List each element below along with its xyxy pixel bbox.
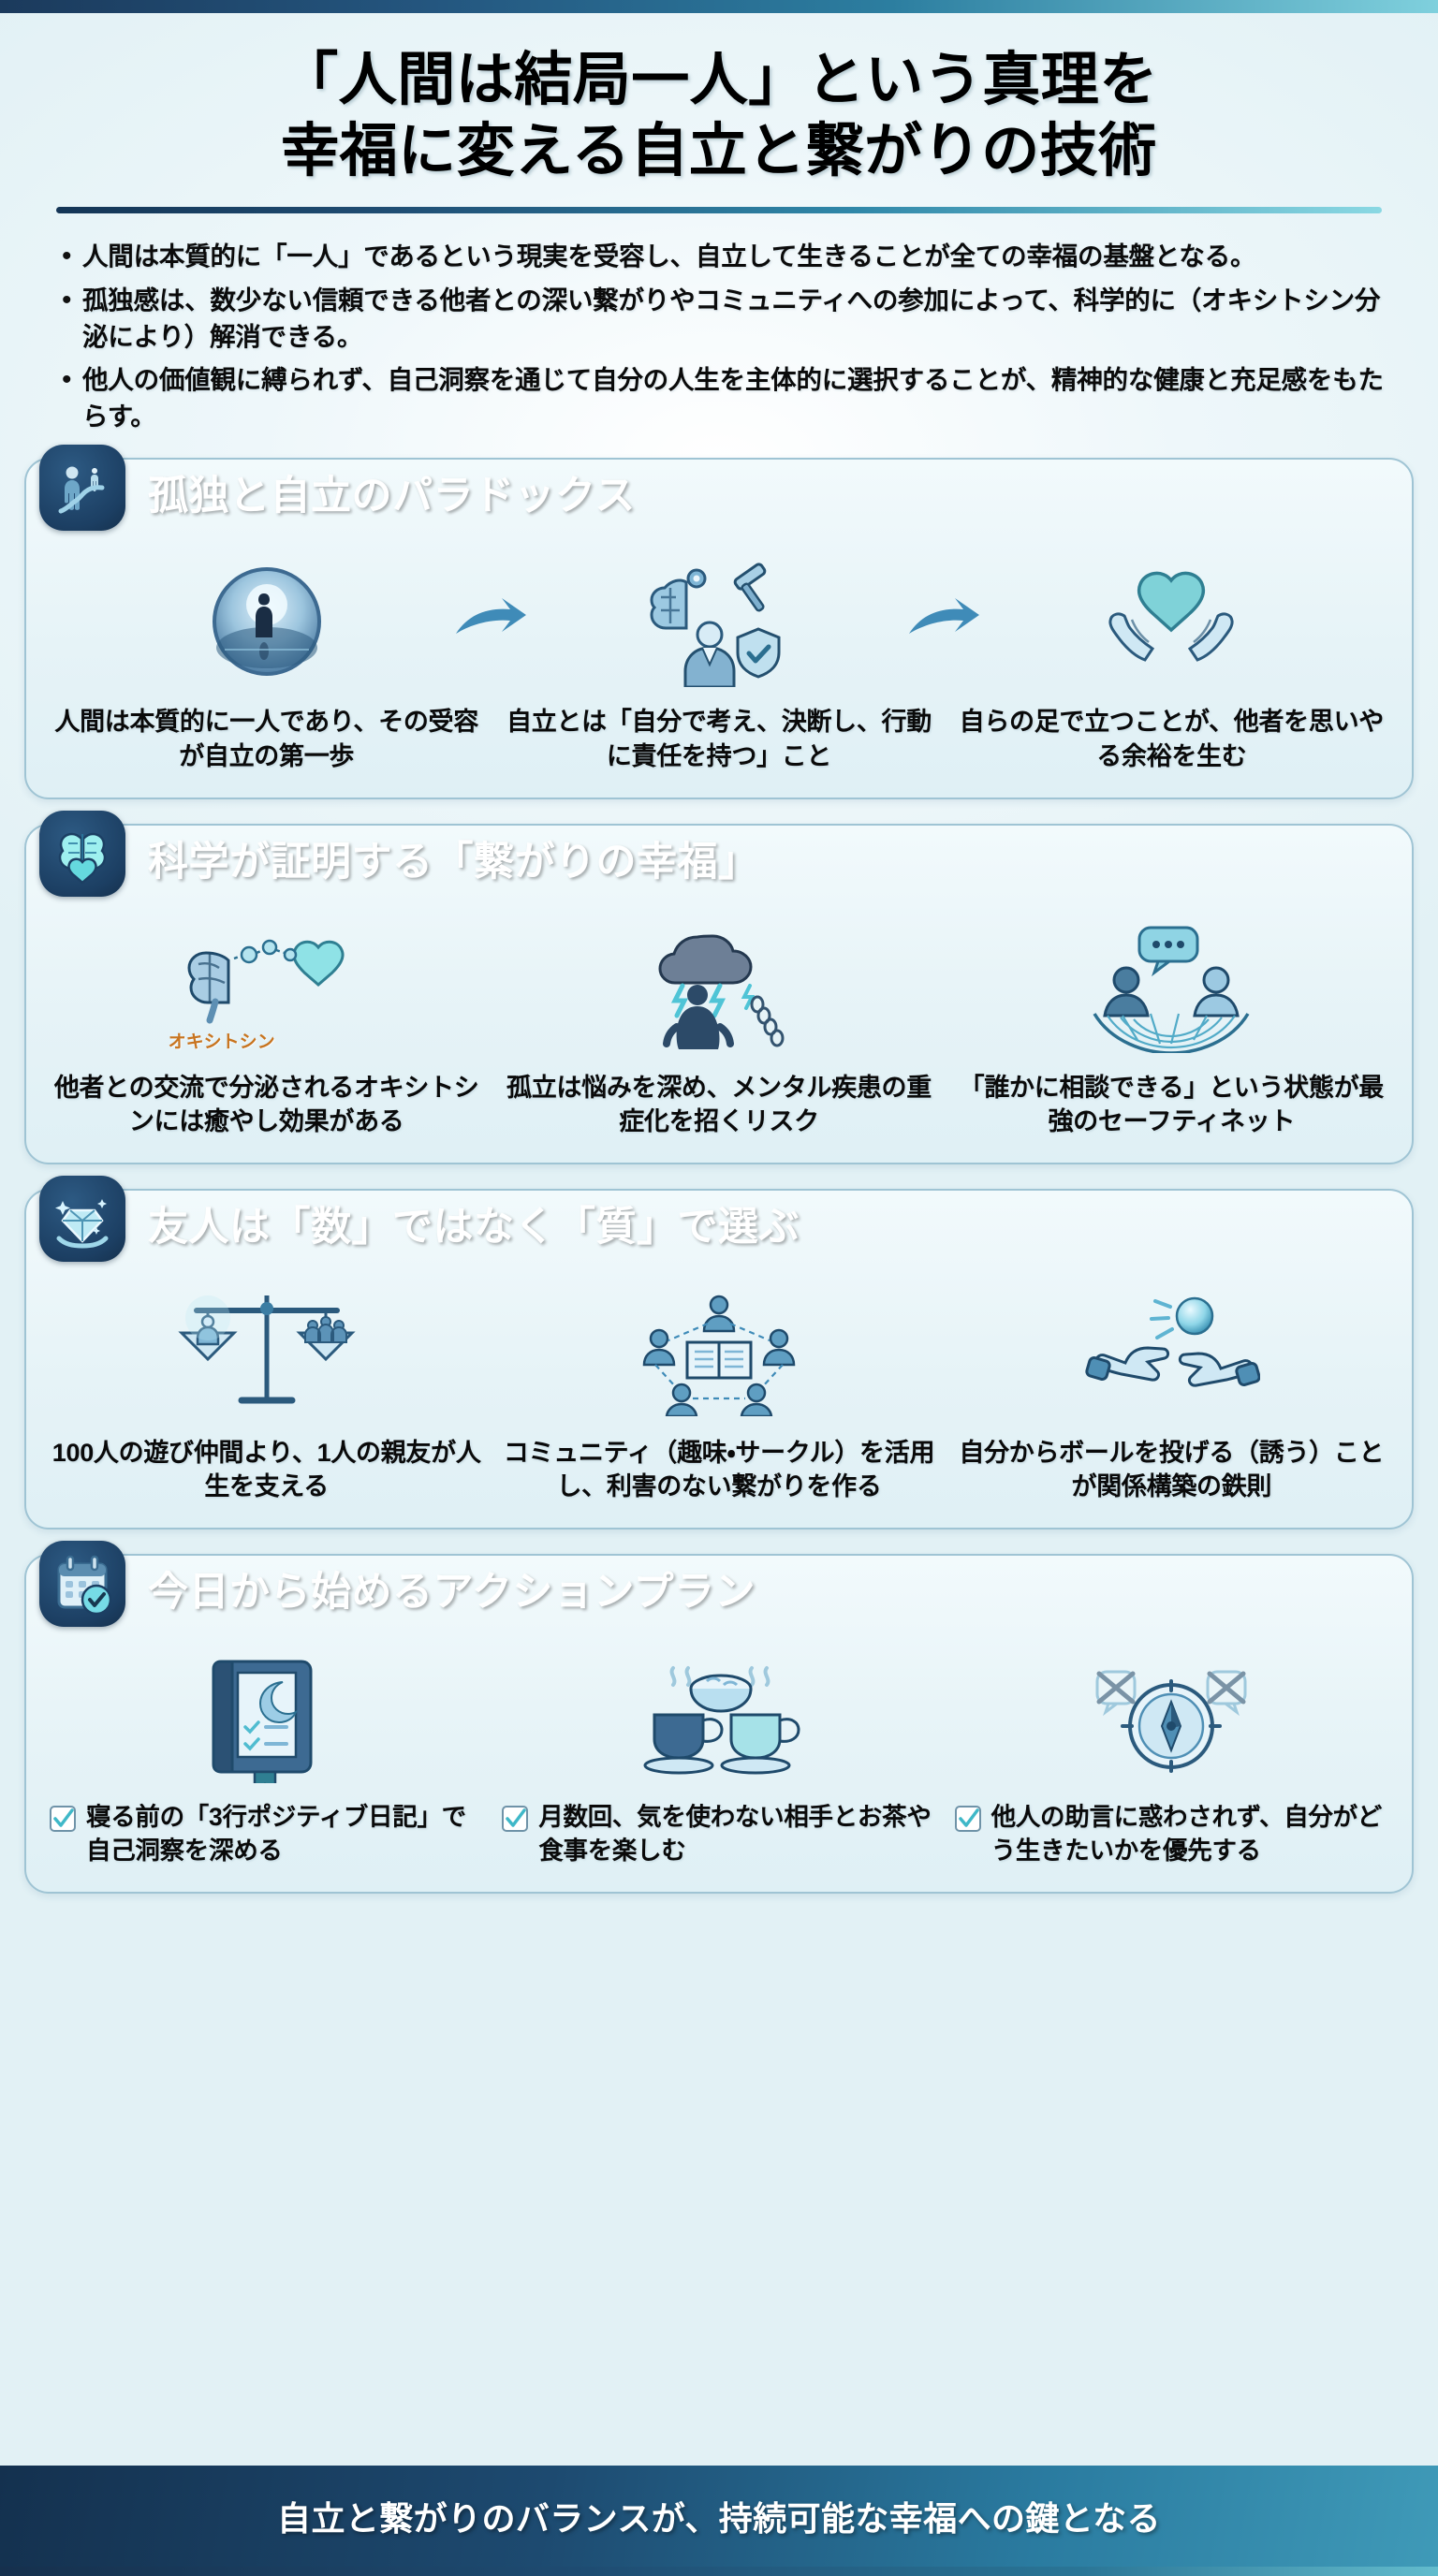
card-text: 自らの足で立つことが、他者を思いやる余裕を生む — [959, 708, 1385, 770]
card-text: 「誰かに相談できる」という状態が最強のセーフティネット — [959, 1073, 1385, 1135]
footer-banner: 自立と繋がりのバランスが、持続可能な幸福への鍵となる — [0, 2466, 1438, 2567]
bullet-dot-icon: • — [62, 285, 72, 316]
person-storm-chains-icon — [495, 917, 942, 1058]
checkbox-icon[interactable] — [501, 1805, 529, 1837]
throwing-ball-hands-icon — [948, 1282, 1395, 1423]
compass-no-advice-icon — [948, 1647, 1395, 1788]
card: 自立とは「自分で考え、決断し、行動に責任を持つ」こと — [495, 551, 979, 772]
checklist-item: 他人の助言に惑わされず、自分がどう生きたいかを優先する — [948, 1801, 1395, 1867]
top-accent-rule — [0, 0, 1438, 13]
section-cards: 100人の遊び仲間より、1人の親友が人生を支える — [26, 1258, 1412, 1528]
card-text: 他人の助言に惑わされず、自分がどう生きたいかを優先する — [990, 1803, 1383, 1865]
intro-bullet-text: 孤独感は、数少ない信頼できる他者との深い繋がりやコミュニティへの参加によって、科… — [82, 285, 1381, 352]
hands-holding-heart-icon — [948, 551, 1395, 692]
bullet-dot-icon: • — [62, 241, 72, 272]
footer-text: 自立と繋がりのバランスが、持続可能な幸福への鍵となる — [277, 2499, 1161, 2538]
card-text: 自分からボールを投げる（誘う）ことが関係構築の鉄則 — [959, 1439, 1385, 1501]
balance-scale-icon — [43, 1282, 490, 1423]
section-header-title: 友人は「数」ではなく「質」で選ぶ — [148, 1205, 800, 1251]
section-header: 友人は「数」ではなく「質」で選ぶ — [24, 1189, 1414, 1258]
intro-bullet-text: 人間は本質的に「一人」であるという現実を受容し、自立して生きることが全ての幸福の… — [82, 242, 1256, 271]
community-network-book-icon — [495, 1282, 942, 1423]
section-cards: 人間は本質的に一人であり、その受容が自立の第一歩 — [26, 527, 1412, 797]
card: 他人の助言に惑わされず、自分がどう生きたいかを優先する — [948, 1647, 1395, 1867]
bottom-accent-rule — [0, 2567, 1438, 2576]
list-item: • 他人の価値観に縛られず、自己洞察を通じて自分の人生を主体的に選択することが、… — [62, 361, 1386, 434]
safety-net-conversation-icon — [948, 917, 1395, 1058]
diamond-in-hand-icon — [39, 1176, 125, 1263]
intro-summary-list: • 人間は本質的に「一人」であるという現実を受容し、自立して生きることが全ての幸… — [0, 213, 1438, 458]
brain-heart-oxytocin-icon — [43, 917, 490, 1058]
card: コミュニティ（趣味・サークル）を活用し、利害のない繋がりを作る — [495, 1282, 942, 1503]
card: 100人の遊び仲間より、1人の親友が人生を支える — [43, 1282, 490, 1503]
checkbox-icon[interactable] — [49, 1805, 77, 1837]
section-header: 今日から始めるアクションプラン — [24, 1554, 1414, 1623]
brain-gavel-shield-icon — [495, 551, 942, 692]
tea-cups-meal-icon — [495, 1647, 942, 1788]
calendar-check-icon — [39, 1541, 125, 1628]
section-header-title: 今日から始めるアクションプラン — [148, 1570, 756, 1616]
section-header-title: 科学が証明する「繋がりの幸福」 — [148, 839, 759, 885]
section-header: 孤独と自立のパラドックス — [24, 458, 1414, 527]
card-text: 寝る前の「3行ポジティブ日記」で自己洞察を深める — [86, 1803, 466, 1865]
page-title-line-2: 幸福に変える自立と繋がりの技術 — [281, 118, 1157, 183]
oxytocin-label: オキシトシン — [168, 1032, 275, 1052]
title-underline — [56, 207, 1382, 214]
section-cards: オキシトシン 他者との交流で分泌されるオキシトシンには癒やし効果がある — [26, 893, 1412, 1163]
bullet-dot-icon: • — [62, 364, 72, 396]
section-cards: 寝る前の「3行ポジティブ日記」で自己洞察を深める — [26, 1623, 1412, 1892]
checklist-item: 月数回、気を使わない相手とお茶や食事を楽しむ — [495, 1801, 942, 1867]
card: 寝る前の「3行ポジティブ日記」で自己洞察を深める — [43, 1647, 490, 1867]
section-header: 科学が証明する「繋がりの幸福」 — [24, 824, 1414, 893]
card: 自らの足で立つことが、他者を思いやる余裕を生む — [948, 551, 1395, 772]
card: オキシトシン 他者との交流で分泌されるオキシトシンには癒やし効果がある — [43, 917, 490, 1138]
journal-moon-icon — [43, 1647, 490, 1788]
intro-bullet-text: 他人の価値観に縛られず、自己洞察を通じて自分の人生を主体的に選択することが、精神… — [82, 365, 1384, 432]
checkbox-icon[interactable] — [954, 1805, 982, 1837]
list-item: • 孤独感は、数少ない信頼できる他者との深い繋がりやコミュニティへの参加によって… — [62, 282, 1386, 355]
card-text: 孤立は悩みを深め、メンタル疾患の重症化を招くリスク — [506, 1073, 932, 1135]
section-science-of-connection: 科学が証明する「繋がりの幸福」 — [24, 810, 1414, 1165]
card-text: 月数回、気を使わない相手とお茶や食事を楽しむ — [538, 1803, 932, 1865]
card-text: 100人の遊び仲間より、1人の親友が人生を支える — [51, 1439, 481, 1501]
page-title-line-1: 「人間は結局一人」という真理を — [280, 48, 1158, 112]
checklist-item: 寝る前の「3行ポジティブ日記」で自己洞察を深める — [43, 1801, 490, 1867]
person-on-path-icon — [39, 445, 125, 532]
card-text: 自立とは「自分で考え、決断し、行動に責任を持つ」こと — [506, 708, 932, 770]
card-text: 人間は本質的に一人であり、その受容が自立の第一歩 — [54, 708, 478, 770]
section-header-title: 孤独と自立のパラドックス — [148, 474, 636, 520]
brain-heart-icon — [39, 810, 125, 897]
section-action-plan: 今日から始めるアクションプラン — [24, 1541, 1414, 1895]
list-item: • 人間は本質的に「一人」であるという現実を受容し、自立して生きることが全ての幸… — [62, 238, 1386, 275]
card: 「誰かに相談できる」という状態が最強のセーフティネット — [948, 917, 1395, 1138]
card: 月数回、気を使わない相手とお茶や食事を楽しむ — [495, 1647, 942, 1867]
section-friends-quality-over-quantity: 友人は「数」ではなく「質」で選ぶ — [24, 1176, 1414, 1530]
card-text: コミュニティ（趣味・サークル）を活用し、利害のない繋がりを作る — [503, 1439, 935, 1501]
card: 孤立は悩みを深め、メンタル疾患の重症化を招くリスク — [495, 917, 942, 1138]
lone-figure-moon-icon — [43, 551, 490, 692]
card-text: 他者との交流で分泌されるオキシトシンには癒やし効果がある — [53, 1073, 479, 1135]
title-block: 「人間は結局一人」という真理を 幸福に変える自立と繋がりの技術 — [0, 13, 1438, 214]
section-solitude-independence-paradox: 孤独と自立のパラドックス — [24, 445, 1414, 799]
card: 自分からボールを投げる（誘う）ことが関係構築の鉄則 — [948, 1282, 1395, 1503]
card: 人間は本質的に一人であり、その受容が自立の第一歩 — [43, 551, 527, 772]
